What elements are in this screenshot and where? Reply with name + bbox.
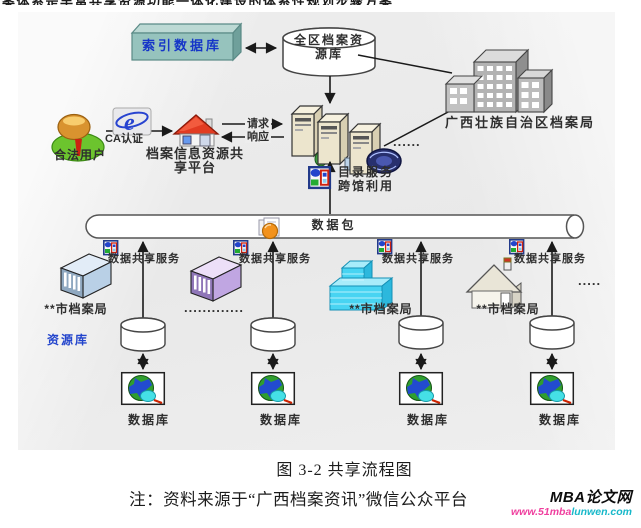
city-bureau-3-icon [328, 259, 394, 312]
region-repo-cylinder [282, 27, 376, 77]
ca-auth-label: CA认证 [105, 133, 143, 145]
connector-arrows [106, 42, 558, 371]
platform-line1: 档案信息资源共 [145, 146, 245, 161]
repo-cylinder-1 [120, 317, 166, 352]
index-database-box [130, 22, 243, 62]
directory-service-label: 目录服务 跨馆利用 [338, 165, 395, 193]
share-service-label-4: 数据共享服务 [514, 253, 586, 265]
region-repo-line1: 全区档案资 [293, 33, 365, 47]
city-bureau-4-icon [465, 257, 523, 309]
database-icon-4 [529, 371, 575, 406]
request-label: 请求 [245, 118, 271, 131]
ie-browser-icon: e [112, 107, 152, 136]
response-label: 响应 [245, 131, 271, 144]
database-icon-3 [398, 371, 444, 406]
directory-service-line1: 目录服务 [338, 165, 395, 179]
figure-note: 注：资料来源于“广西档案资讯”微信公众平台 [129, 490, 468, 509]
database-icon-2 [250, 371, 296, 406]
watermark-url-right: lunwen.com [571, 506, 632, 519]
provincial-bureau-label: 广西壮族自治区档案局 [444, 115, 596, 130]
directory-service-icon [308, 165, 332, 190]
platform-line2: 享平台 [173, 160, 217, 175]
svg-text:e: e [124, 110, 135, 136]
share-service-icon-3 [376, 239, 393, 255]
diagram-artwork: e [51, 22, 585, 406]
user-icon [51, 113, 105, 162]
share-service-label-2: 数据共享服务 [239, 253, 311, 265]
database-icon-1 [120, 371, 166, 406]
watermark-brand: MBA论文网 [549, 489, 632, 506]
server-cluster-icon [291, 105, 402, 175]
platform-label: 档案信息资源共 享平台 [146, 147, 244, 175]
city-bureau-1-icon [59, 253, 113, 299]
share-service-icon-4 [508, 239, 525, 255]
house-ellipsis: ..... [578, 273, 602, 288]
sharing-flow-diagram: e [18, 12, 615, 450]
clipped-text-top: 案体系是丰富共享资源功能一体化建设的体系性规划步骤方案 [2, 0, 422, 5]
repo-cylinder-4 [529, 315, 575, 350]
share-service-label-1: 数据共享服务 [108, 253, 180, 265]
city-bureau-label-3: **市档案局 [349, 302, 413, 316]
city-bureau-label-4: **市档案局 [476, 302, 540, 316]
legal-user-label: 合法用户 [53, 148, 107, 162]
database-label-2: 数据库 [259, 413, 303, 427]
region-repo-line2: 源库 [314, 47, 344, 61]
repo-cylinder-3 [398, 315, 444, 350]
directory-service-line2: 跨馆利用 [338, 178, 395, 193]
watermark-url-left: www.51mba [511, 506, 572, 519]
data-packet-bus [85, 214, 585, 239]
clipped-text-line: 案体系是丰富共享资源功能一体化建设的体系性规划步骤方案 [2, 0, 422, 5]
data-packet-icon [258, 217, 280, 240]
data-packet-label: 数据包 [311, 218, 357, 232]
resource-repo-label: 资源库 [46, 333, 90, 347]
share-service-label-3: 数据共享服务 [382, 253, 454, 265]
line-bureau-to-servers [383, 110, 451, 147]
platform-house-icon [172, 114, 220, 147]
watermark-url: www.51mbalunwen.com [511, 506, 632, 518]
city-bureau-label-1: **市档案局 [44, 302, 108, 316]
servers-ellipsis: ...... [393, 134, 421, 149]
database-label-3: 数据库 [406, 413, 450, 427]
repo-cylinder-2 [250, 317, 296, 352]
line-repo-to-bureau [357, 54, 453, 74]
city-bureau-2-icon [189, 256, 243, 302]
provincial-bureau-building [444, 48, 554, 114]
watermark: MBA论文网 www.51mbalunwen.com [511, 489, 632, 518]
region-repo-label: 全区档案资 源库 [294, 33, 364, 61]
database-label-4: 数据库 [538, 413, 582, 427]
city-bureau-label-2: ............. [184, 300, 244, 315]
index-database-label: 索引数据库 [141, 38, 223, 53]
database-label-1: 数据库 [127, 413, 171, 427]
figure-caption: 图 3-2 共享流程图 [276, 462, 413, 479]
